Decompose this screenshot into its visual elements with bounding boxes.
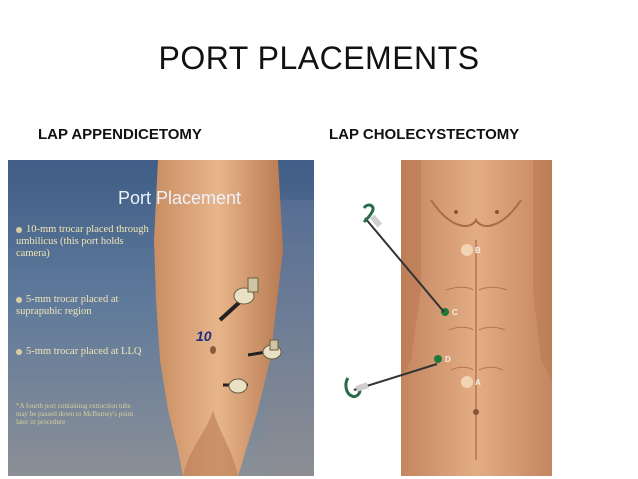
bullet-dot [16,227,22,233]
bullet-1: 10-mm trocar placed through umbilicus (t… [16,224,150,260]
cholecystectomy-heading: LAP CHOLECYSTECTOMY [329,126,519,143]
footnote: *A fourth port containing extraction tub… [16,402,134,426]
slide-title: PORT PLACEMENTS [0,40,638,77]
grasper-upper [364,205,444,312]
trocar-size-label: 10 [196,328,212,344]
appendectomy-heading: LAP APPENDICETOMY [38,126,202,143]
laparoscopic-instruments [340,200,460,440]
bullet-dot [16,349,22,355]
port-label-b: B [475,246,481,255]
bullet-3: 5-mm trocar placed at LLQ [16,346,150,358]
grasper-lower [346,364,437,397]
port-marker-a [461,376,473,388]
appendectomy-port-image: Port Placement 10-mm trocar placed throu… [8,160,314,476]
bullet-dot [16,297,22,303]
panel-title: Port Placement [118,188,241,209]
bullet-2: 5-mm trocar placed at suprapubic region [16,294,150,318]
port-marker-b [461,244,473,256]
port-label-a: A [475,378,481,387]
